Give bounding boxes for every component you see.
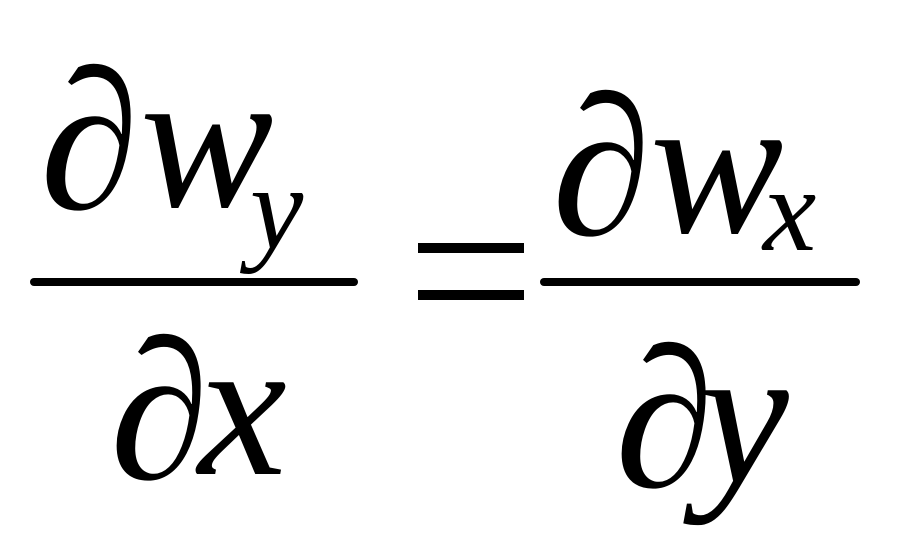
left-fraction-bar bbox=[30, 278, 358, 286]
left-numerator-partial: ∂ bbox=[40, 31, 139, 252]
right-numerator-subscript: x bbox=[763, 143, 817, 276]
right-denominator-symbol: y bbox=[700, 305, 789, 526]
right-fraction-bar bbox=[540, 278, 860, 286]
left-numerator-subscript: y bbox=[250, 141, 304, 274]
equals-bottom-bar bbox=[418, 290, 524, 300]
equals-top-bar bbox=[418, 243, 524, 253]
right-denominator-partial: ∂ bbox=[615, 309, 714, 530]
left-numerator-symbol: w bbox=[140, 29, 274, 250]
right-numerator-symbol: w bbox=[650, 55, 784, 276]
left-denominator-symbol: x bbox=[198, 297, 287, 518]
right-numerator-partial: ∂ bbox=[552, 57, 651, 278]
left-denominator-partial: ∂ bbox=[110, 301, 209, 522]
